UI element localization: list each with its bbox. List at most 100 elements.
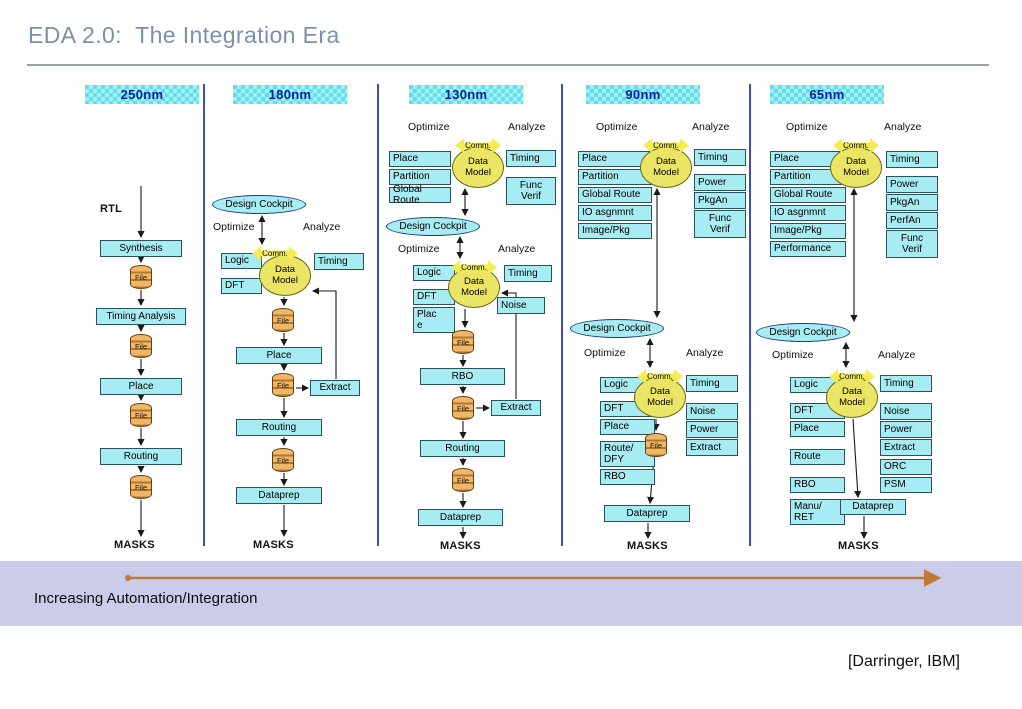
pkgan-box: PkgAn	[694, 192, 746, 209]
column-divider	[377, 84, 379, 546]
automation-arrow-icon	[125, 569, 942, 587]
file-label: File	[134, 411, 148, 420]
file-label: File	[649, 441, 663, 450]
file-cylinder	[130, 334, 152, 358]
partition-box: Partition	[770, 169, 846, 185]
io-asgnmnt-box: IO asgnmnt	[578, 205, 652, 221]
place-box: Place	[770, 151, 846, 167]
place-box: Place	[100, 378, 182, 395]
masks-label: MASKS	[627, 540, 668, 552]
file-label: File	[134, 342, 148, 351]
file-icon: File	[645, 432, 667, 457]
timing-box: Timing	[886, 151, 938, 168]
global-route-box: Global Route	[770, 187, 846, 203]
file-label: File	[134, 483, 148, 492]
psm-box: PSM	[880, 477, 932, 493]
column-header: 250nm	[85, 85, 199, 104]
func-verif-box: Func Verif	[694, 210, 746, 238]
analyze-label: Analyze	[686, 347, 724, 359]
extract-box: Extract	[491, 400, 541, 416]
power-box: Power	[686, 421, 738, 438]
design-cockpit-ellipse: Design Cockpit	[756, 323, 850, 342]
data-model-ellipse: Data Model	[826, 377, 878, 418]
optimize-label: Optimize	[596, 121, 638, 133]
file-label: File	[276, 381, 290, 390]
partition-box: Partition	[389, 169, 451, 185]
data-model-ellipse: Data Model	[259, 255, 311, 296]
file-icon: File	[272, 372, 294, 397]
route-box: Route	[790, 449, 845, 465]
file-label: File	[456, 404, 470, 413]
extract-box: Extract	[686, 439, 738, 456]
analyze-label: Analyze	[508, 121, 546, 133]
analyze-label: Analyze	[498, 243, 536, 255]
flow-arrow	[852, 418, 862, 499]
file-icon: File	[130, 264, 152, 289]
file-cylinder	[452, 468, 474, 492]
masks-label: MASKS	[838, 540, 879, 552]
pkgan-box: PkgAn	[886, 194, 938, 211]
power-box: Power	[880, 421, 932, 438]
file-cylinder	[130, 403, 152, 427]
file-label: File	[276, 316, 290, 325]
image-pkg-box: Image/Pkg	[770, 223, 846, 239]
design-cockpit-ellipse: Design Cockpit	[212, 195, 306, 214]
analyze-label: Analyze	[692, 121, 730, 133]
place-box: Place	[389, 151, 451, 167]
dft-box: DFT	[221, 278, 262, 294]
file-cylinder	[272, 448, 294, 472]
column-header: 130nm	[409, 85, 523, 104]
dataprep-box: Dataprep	[840, 499, 906, 515]
noise-box: Noise	[880, 403, 932, 420]
dataprep-box: Dataprep	[236, 487, 322, 504]
file-cylinder	[272, 308, 294, 332]
file-icon: File	[272, 307, 294, 332]
masks-label: MASKS	[253, 539, 294, 551]
rbo-box: RBO	[600, 469, 655, 485]
title-divider	[27, 64, 989, 66]
timing-box: Timing	[880, 375, 932, 392]
file-icon: File	[272, 447, 294, 472]
place-box: Place	[790, 421, 845, 437]
optimize-label: Optimize	[213, 221, 255, 233]
file-cylinder	[452, 330, 474, 354]
timing-box: Timing	[504, 265, 552, 282]
place-box: Place	[236, 347, 322, 364]
global-route-box: Global Route	[389, 184, 451, 206]
analyze-label: Analyze	[884, 121, 922, 133]
routing-box: Routing	[236, 419, 322, 436]
file-label: File	[456, 476, 470, 485]
timing-box: Timing	[314, 253, 364, 270]
extract-box: Extract	[880, 439, 932, 456]
noise-box: Noise	[497, 297, 545, 314]
file-cylinder	[645, 433, 667, 457]
file-cylinder	[452, 396, 474, 420]
column-divider	[749, 84, 751, 546]
data-model-ellipse: Data Model	[448, 267, 500, 308]
place-box: Plac e	[413, 307, 455, 333]
flow-arrow	[311, 287, 337, 379]
timing-analysis-box: Timing Analysis	[96, 308, 186, 325]
citation: [Darringer, IBM]	[847, 653, 960, 670]
data-model-ellipse: Data Model	[634, 377, 686, 418]
file-icon: File	[130, 333, 152, 358]
file-label: File	[134, 273, 148, 282]
rbo-box: RBO	[790, 477, 845, 493]
column-divider	[561, 84, 563, 546]
extract-box: Extract	[310, 380, 360, 396]
page-title: EDA 2.0: The Integration Era	[28, 22, 340, 48]
automation-band: Increasing Automation/Integration	[0, 561, 1022, 626]
func-verif-box: Func Verif	[506, 177, 556, 205]
optimize-label: Optimize	[786, 121, 828, 133]
dataprep-box: Dataprep	[604, 505, 690, 522]
column-header: 90nm	[586, 85, 700, 104]
dataprep-box: Dataprep	[418, 509, 503, 526]
column-header: 180nm	[233, 85, 347, 104]
power-box: Power	[886, 176, 938, 193]
func-verif-box: Func Verif	[886, 230, 938, 258]
flow-arrow	[500, 289, 517, 399]
file-icon: File	[130, 402, 152, 427]
column-header: 65nm	[770, 85, 884, 104]
column-divider	[203, 84, 205, 546]
